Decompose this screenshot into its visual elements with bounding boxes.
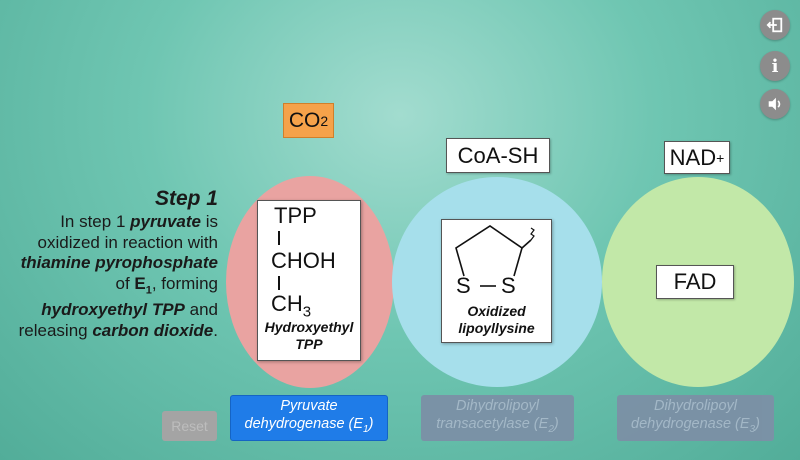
bond-line [278,276,280,290]
exit-button[interactable] [760,10,790,40]
sound-button[interactable] [760,89,790,119]
tpp-formula-line2: CHOH [271,248,336,273]
info-button[interactable]: i [760,51,790,81]
sulfur-left: S [456,273,471,298]
bond-line [278,231,280,245]
exit-icon [766,17,783,33]
sulfur-right: S [501,273,516,298]
speaker-icon [768,97,781,111]
nad-label: NAD+ [664,141,730,174]
fad-label: FAD [656,265,734,299]
reset-button[interactable]: Reset [162,411,217,441]
e1-pyruvate-dehydrogenase-button[interactable]: Pyruvate dehydrogenase (E1) [230,395,388,441]
coa-sh-label: CoA-SH [446,138,550,173]
step-title: Step 1 [154,187,218,210]
info-icon: i [771,55,779,77]
step-description: Step 1 In step 1 pyruvate is oxidized in… [8,186,218,341]
e2-dihydrolipoyl-transacetylase-button[interactable]: Dihydrolipoyl transacetylase (E2) [421,395,574,441]
tpp-formula-line3: CH3 [271,291,312,321]
e3-dihydrolipoyl-dehydrogenase-button[interactable]: Dihydrolipoyl dehydrogenase (E3) [617,395,774,441]
dithiolane-ring [455,225,535,287]
tpp-formula-line1: TPP [274,203,317,228]
